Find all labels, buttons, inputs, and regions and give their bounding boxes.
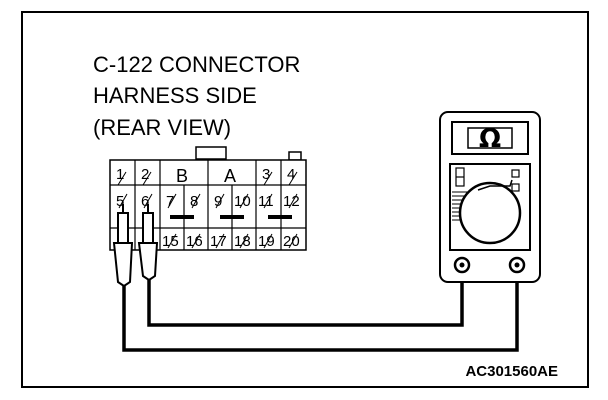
test-probe-right bbox=[137, 204, 159, 282]
pin-label-10: 10 bbox=[234, 193, 251, 210]
connector-c122: 1 2 B A 3 4 5 6 7 8 9 10 11 12 bbox=[109, 146, 307, 251]
pin-label-12: 12 bbox=[283, 193, 300, 210]
pin-label-15: 15 bbox=[162, 233, 179, 250]
diagram-frame bbox=[21, 11, 589, 388]
pin-label-1: 1 bbox=[116, 166, 124, 183]
pin-label-4: 4 bbox=[287, 166, 295, 183]
pin-label-11: 11 bbox=[258, 193, 274, 210]
pin-label-16: 16 bbox=[186, 233, 203, 250]
ohmmeter: Ω bbox=[439, 111, 541, 283]
title-line-1: C-122 CONNECTOR bbox=[93, 52, 300, 77]
pin-label-7: 7 bbox=[166, 193, 174, 210]
ohm-symbol: Ω bbox=[479, 124, 501, 154]
connector-lock-tab-small bbox=[288, 151, 302, 161]
pin-label-20: 20 bbox=[283, 233, 300, 250]
pin-label-5: 5 bbox=[116, 193, 124, 210]
pin-label-18: 18 bbox=[234, 233, 251, 250]
ohmmeter-rotary-knob bbox=[458, 181, 522, 245]
pin-label-19: 19 bbox=[258, 233, 275, 250]
pin-label-6: 6 bbox=[141, 193, 149, 210]
pin-label-2: 2 bbox=[141, 166, 149, 183]
title-line-3: (REAR VIEW) bbox=[93, 115, 231, 140]
pin-label-A: A bbox=[224, 166, 236, 186]
test-lead-outer bbox=[122, 272, 519, 352]
reference-code: AC301560AE bbox=[465, 363, 558, 380]
test-lead-inner bbox=[147, 272, 464, 327]
pin-label-8: 8 bbox=[190, 193, 198, 210]
test-probe-left bbox=[112, 204, 134, 288]
pin-label-17: 17 bbox=[210, 233, 227, 250]
connector-lock-tab bbox=[195, 146, 227, 160]
title-line-2: HARNESS SIDE bbox=[93, 83, 257, 108]
pin-label-B: B bbox=[176, 166, 188, 186]
pin-label-9: 9 bbox=[214, 193, 222, 210]
pin-label-3: 3 bbox=[262, 166, 270, 183]
